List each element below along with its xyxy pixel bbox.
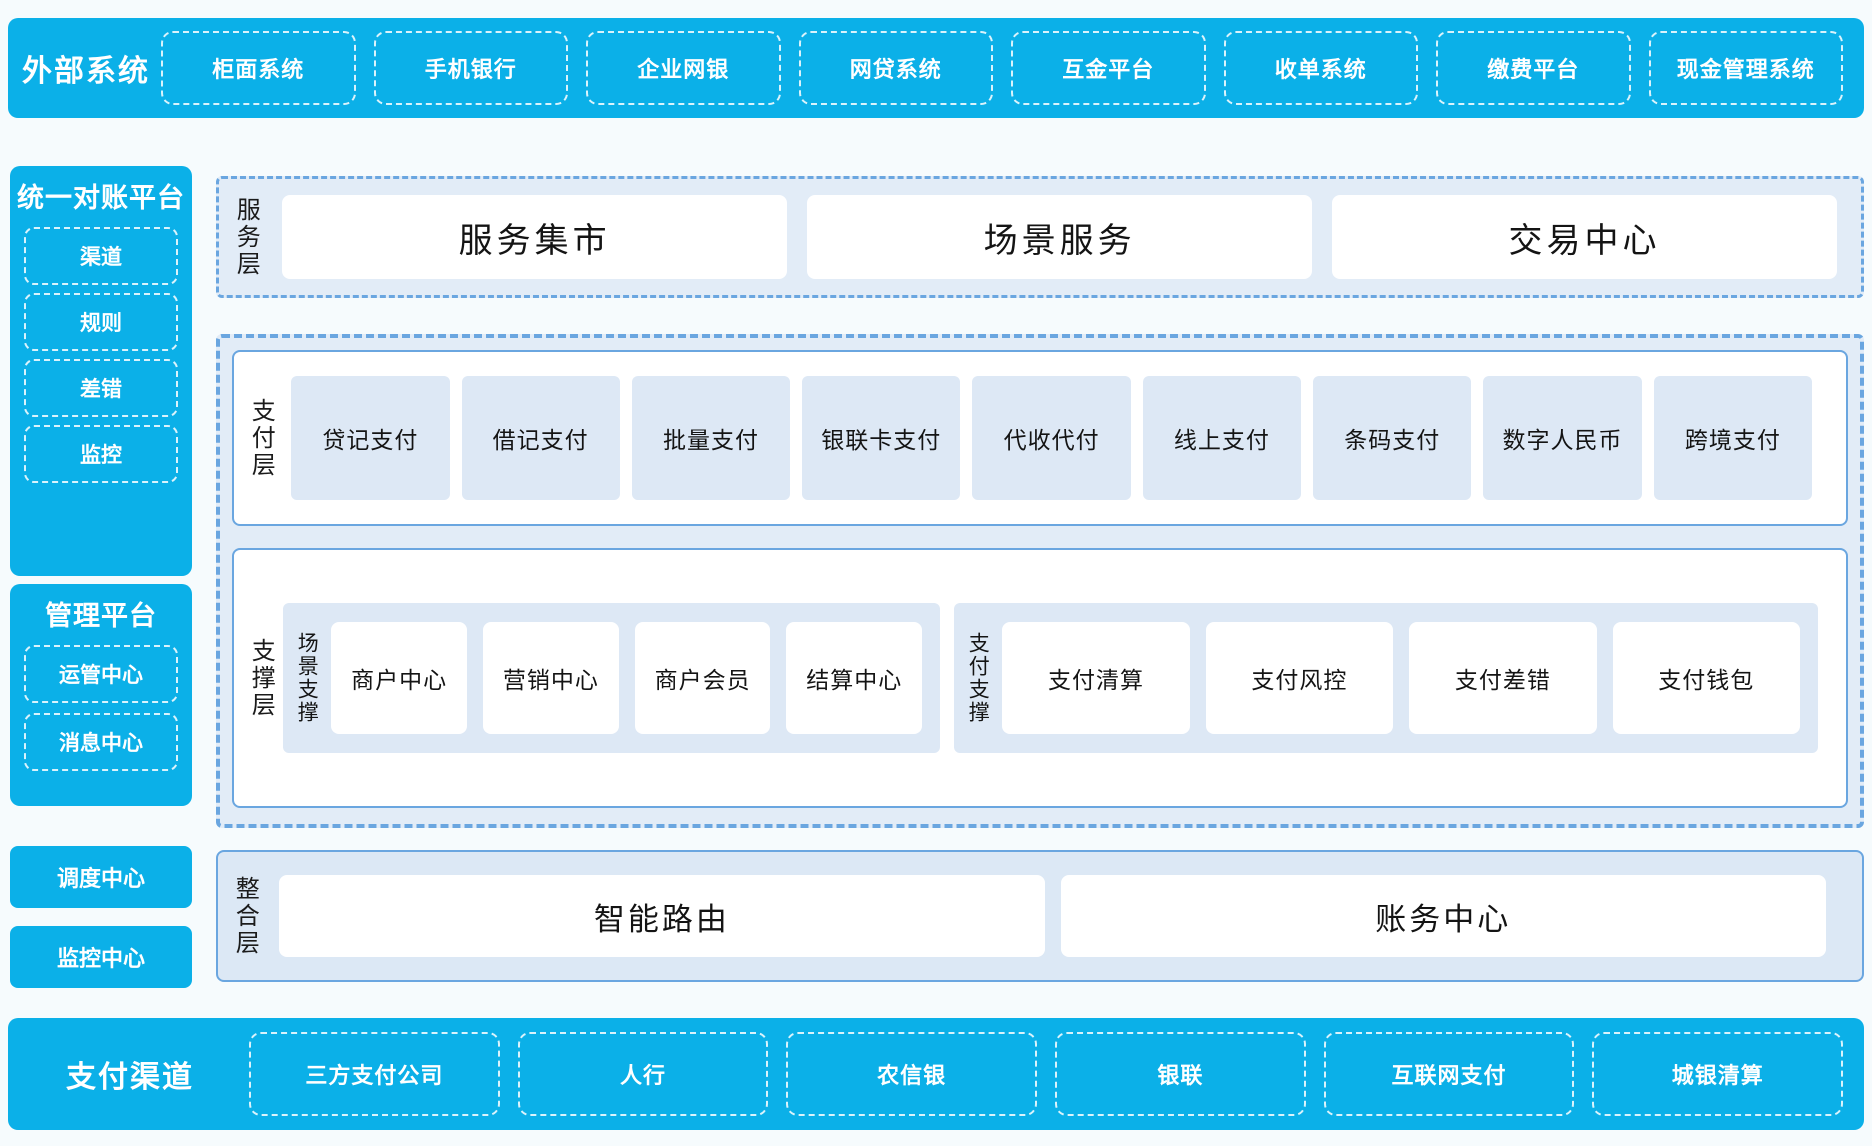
support-card-payment-clearing[interactable]: 支付清算 [1002,622,1190,734]
reconciliation-platform-panel: 统一对账平台 渠道 规则 差错 监控 [10,166,192,576]
management-platform-title: 管理平台 [45,601,157,631]
payment-tile-barcode[interactable]: 条码支付 [1313,376,1472,500]
external-system-chip[interactable]: 收单系统 [1223,31,1418,105]
support-group-payment-label: 支付支撑 [966,632,990,724]
external-systems-bar: 外部系统 柜面系统 手机银行 企业网银 网贷系统 互金平台 收单系统 缴费平台 … [8,18,1864,118]
integration-card-accounting-center[interactable]: 账务中心 [1060,875,1826,957]
service-card-transaction[interactable]: 交易中心 [1332,195,1837,279]
support-group-payment: 支付支撑 支付清算 支付风控 支付差错 支付钱包 [954,603,1818,753]
external-system-chip[interactable]: 现金管理系统 [1648,31,1843,105]
service-card-marketplace[interactable]: 服务集市 [282,195,788,279]
support-card-marketing-center[interactable]: 营销中心 [482,622,619,734]
support-group-scenario-label: 场景支撑 [295,632,319,724]
payment-channels-title: 支付渠道 [66,1061,194,1094]
payment-layer-tiles: 贷记支付 借记支付 批量支付 银联卡支付 代收代付 线上支付 条码支付 数字人民… [285,376,1818,500]
external-system-chip[interactable]: 缴费平台 [1436,31,1631,105]
payment-tile-unionpay-card[interactable]: 银联卡支付 [802,376,961,500]
management-platform-panel: 管理平台 运管中心 消息中心 [10,584,192,806]
payment-tile-credit[interactable]: 贷记支付 [291,376,450,500]
service-layer-panel: 服务层 服务集市 场景服务 交易中心 [216,176,1864,298]
service-layer-cards: 服务集市 场景服务 交易中心 [272,195,1847,279]
support-card-merchant-center[interactable]: 商户中心 [331,622,467,734]
payment-channel-chip[interactable]: 人行 [517,1032,769,1116]
external-system-chip[interactable]: 柜面系统 [161,31,356,105]
integration-layer-panel: 整合层 智能路由 账务中心 [216,850,1864,982]
support-card-payment-risk[interactable]: 支付风控 [1205,622,1394,734]
integration-layer-label: 整合层 [231,875,259,957]
payment-channel-chip[interactable]: 三方支付公司 [249,1032,500,1116]
management-item-message-center[interactable]: 消息中心 [24,713,178,771]
service-layer-label: 服务层 [232,196,260,278]
support-group-scenario: 场景支撑 商户中心 营销中心 商户会员 结算中心 [283,603,941,753]
support-card-payment-wallet[interactable]: 支付钱包 [1612,622,1800,734]
integration-card-smart-routing[interactable]: 智能路由 [279,875,1045,957]
external-system-chip[interactable]: 企业网银 [586,31,781,105]
support-layer-label: 支撑层 [247,637,275,719]
scheduling-center-box[interactable]: 调度中心 [10,846,192,908]
payment-tile-debit[interactable]: 借记支付 [461,376,620,500]
support-layer-box: 支撑层 场景支撑 商户中心 营销中心 商户会员 结算中心 支付支撑 支付清算 支… [232,548,1848,808]
external-system-chip[interactable]: 手机银行 [373,31,568,105]
support-card-settlement-center[interactable]: 结算中心 [786,622,923,734]
payment-channel-chip[interactable]: 银联 [1055,1032,1306,1116]
reconciliation-item-channel[interactable]: 渠道 [24,227,178,285]
payment-channels-items: 三方支付公司 人行 农信银 银联 互联网支付 城银清算 [240,1018,1852,1130]
external-systems-items: 柜面系统 手机银行 企业网银 网贷系统 互金平台 收单系统 缴费平台 现金管理系… [152,18,1852,118]
payment-tile-online[interactable]: 线上支付 [1142,376,1302,500]
payment-channels-bar: 支付渠道 三方支付公司 人行 农信银 银联 互联网支付 城银清算 [8,1018,1864,1130]
integration-layer-cards: 智能路由 账务中心 [271,875,1834,957]
reconciliation-item-errors[interactable]: 差错 [24,359,178,417]
support-card-payment-error[interactable]: 支付差错 [1409,622,1597,734]
reconciliation-platform-title: 统一对账平台 [17,183,185,213]
management-item-operations-center[interactable]: 运管中心 [24,645,178,703]
external-system-chip[interactable]: 互金平台 [1011,31,1206,105]
monitoring-center-box[interactable]: 监控中心 [10,926,192,988]
payment-channel-chip[interactable]: 互联网支付 [1323,1032,1575,1116]
payment-tile-collection-payment[interactable]: 代收代付 [972,376,1131,500]
payment-tile-digital-rmb[interactable]: 数字人民币 [1483,376,1642,500]
external-system-chip[interactable]: 网贷系统 [798,31,993,105]
payment-layer-label: 支付层 [247,397,275,479]
support-layer-groups: 场景支撑 商户中心 营销中心 商户会员 结算中心 支付支撑 支付清算 支付风控 … [283,603,1818,753]
payment-channel-chip[interactable]: 农信银 [786,1032,1038,1116]
reconciliation-item-rules[interactable]: 规则 [24,293,178,351]
payment-tile-batch[interactable]: 批量支付 [631,376,791,500]
support-group-payment-cards: 支付清算 支付风控 支付差错 支付钱包 [994,622,1808,734]
payment-tile-cross-border[interactable]: 跨境支付 [1653,376,1812,500]
payment-layer-box: 支付层 贷记支付 借记支付 批量支付 银联卡支付 代收代付 线上支付 条码支付 … [232,350,1848,526]
external-systems-title: 外部系统 [22,55,150,88]
payment-channel-chip[interactable]: 城银清算 [1592,1032,1844,1116]
support-card-merchant-member[interactable]: 商户会员 [634,622,771,734]
support-group-scenario-cards: 商户中心 营销中心 商户会员 结算中心 [323,622,930,734]
reconciliation-item-monitor[interactable]: 监控 [24,425,178,483]
service-card-scenario[interactable]: 场景服务 [807,195,1313,279]
